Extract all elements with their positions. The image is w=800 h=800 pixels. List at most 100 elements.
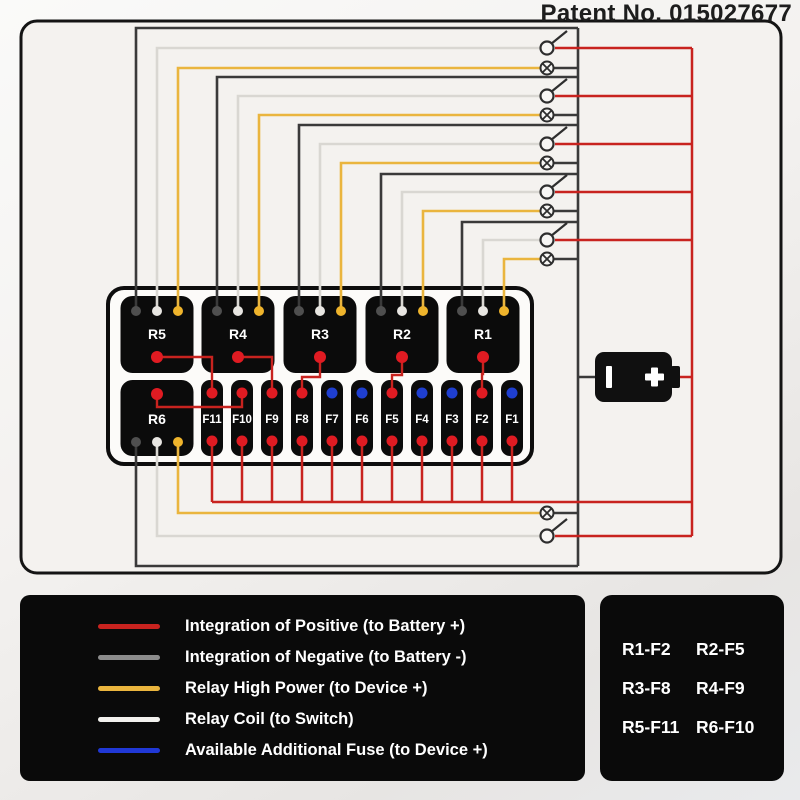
legend-item-3: Relay Coil (to Switch) (20, 709, 585, 729)
wire-R1-high-power (502, 257, 540, 313)
relay-R3-label: R3 (311, 326, 329, 342)
legend-swatch-high_power (98, 685, 160, 691)
fuse-F9-output-pin (266, 435, 278, 447)
pair-connection-R4 (238, 355, 274, 393)
relay-R6-coil-pin (152, 437, 162, 447)
relay-R3-negative-pin (294, 306, 304, 316)
legend-swatch-legend_negative (98, 654, 160, 660)
fuse-F6-output-pin (356, 435, 368, 447)
switch-R1-blade (550, 222, 568, 237)
switch-R1-icon (539, 232, 555, 248)
patent-number: Patent No. 015027677 (540, 0, 792, 27)
fuse-F2-block (471, 380, 493, 456)
switch-R6-icon (539, 528, 555, 544)
fuse-F5-output-pin (386, 435, 398, 447)
relay-R6-power-pin (173, 437, 183, 447)
relay-R4-block (201, 296, 275, 373)
fuse-F2-output-pin (476, 435, 488, 447)
fuse-F7-input-pin (326, 387, 338, 399)
pair-connection-R2 (390, 357, 404, 393)
relay-R1-coil-pin (478, 306, 488, 316)
battery-body (595, 352, 672, 402)
pairing-row-0: R1-F2 R2-F5 (600, 638, 784, 660)
lamp-R2-cross (541, 205, 553, 217)
relay-R1-power-pin (499, 306, 509, 316)
wire-R5-high-power (176, 66, 540, 313)
fuse-F2-label: F2 (475, 414, 488, 426)
pairing-cell-R3-F8: R3-F8 (622, 678, 671, 698)
pairing-cell-R6-F10: R6-F10 (696, 717, 755, 737)
relay-R6-label: R6 (148, 411, 166, 427)
relay-R4-power-pin (254, 306, 264, 316)
wire-R1-negative (460, 220, 578, 313)
fuse-F4-label: F4 (415, 414, 429, 426)
fuse-F1-label: F1 (505, 414, 519, 426)
relay-R1-output-pin (477, 351, 489, 363)
legend-label-4: Available Additional Fuse (to Device +) (185, 740, 488, 759)
legend-label-0: Integration of Positive (to Battery +) (185, 616, 466, 635)
fuse-output-bus (210, 441, 692, 504)
fuse-F5-label: F5 (385, 414, 399, 426)
pair-connection-R5 (157, 355, 214, 393)
pair-connection-R6 (155, 393, 244, 409)
fuse-F4-block (411, 380, 433, 456)
fuse-F8-output-pin (296, 435, 308, 447)
legend-label-2: Relay High Power (to Device +) (185, 678, 428, 697)
relay-R2-negative-pin (376, 306, 386, 316)
switch-R6-blade (550, 518, 568, 533)
legend-item-2: Relay High Power (to Device +) (20, 678, 585, 698)
switch-R3-icon (539, 136, 555, 152)
wire-R5-negative (134, 26, 578, 313)
legend-item-0: Integration of Positive (to Battery +) (20, 616, 585, 636)
relay-R5-negative-pin (131, 306, 141, 316)
fuse-F11-output-pin (206, 435, 218, 447)
lamp-R6-cross (541, 507, 553, 519)
fuse-F8-input-pin (296, 387, 308, 399)
relay-R1-block (446, 296, 520, 373)
relay-R5-power-pin (173, 306, 183, 316)
fuse-F10-input-pin (236, 387, 248, 399)
legend-label-1: Integration of Negative (to Battery -) (185, 647, 467, 666)
pairing-cell-R1-F2: R1-F2 (622, 639, 671, 659)
fuse-F3-input-pin (446, 387, 458, 399)
pairing-cell-R5-F11: R5-F11 (622, 717, 680, 737)
relay-R2-output-pin (396, 351, 408, 363)
fuse-F1-block (501, 380, 523, 456)
relay-R6-block (120, 380, 194, 456)
fuse-F10-output-pin (236, 435, 248, 447)
fuse-F11-label: F11 (202, 414, 222, 426)
lamp-R5-cross (541, 62, 553, 74)
lamp-R1-cross (541, 253, 553, 265)
fuse-F5-block (381, 380, 403, 456)
fuse-F7-output-pin (326, 435, 338, 447)
wire-color-legend-panel: Integration of Positive (to Battery +) In… (20, 595, 585, 781)
pairing-cell-R2-F5: R2-F5 (696, 639, 745, 659)
fuse-F8-block (291, 380, 313, 456)
fuse-F10-label: F10 (232, 414, 252, 426)
legend-swatch-positive (98, 623, 160, 629)
switch-R3-blade (550, 126, 568, 141)
fuse-F10-block (231, 380, 253, 456)
wire-R4-coil (236, 94, 540, 313)
pair-connection-R1 (480, 357, 485, 393)
fuse-F3-block (441, 380, 463, 456)
fuse-F6-input-pin (356, 387, 368, 399)
legend-swatch-additional (98, 747, 160, 753)
switch-R5-blade (550, 30, 568, 45)
lamp-R3-cross (541, 157, 553, 169)
relay-R4-negative-pin (212, 306, 222, 316)
fuse-F3-output-pin (446, 435, 458, 447)
relay-R6-output-pin (151, 388, 163, 400)
legend-item-1: Integration of Negative (to Battery -) (20, 647, 585, 667)
wire-R6-high-power (176, 442, 540, 515)
switch-R2-icon (539, 184, 555, 200)
wire-R3-high-power (339, 161, 540, 313)
switch-R2-blade (550, 174, 568, 189)
fuse-F4-output-pin (416, 435, 428, 447)
legend-item-4: Available Additional Fuse (to Device +) (20, 740, 585, 760)
fuse-F8-label: F8 (295, 414, 309, 426)
switch-R4-icon (539, 88, 555, 104)
switch-R4-blade (550, 78, 568, 93)
relay-R6-negative-pin (131, 437, 141, 447)
